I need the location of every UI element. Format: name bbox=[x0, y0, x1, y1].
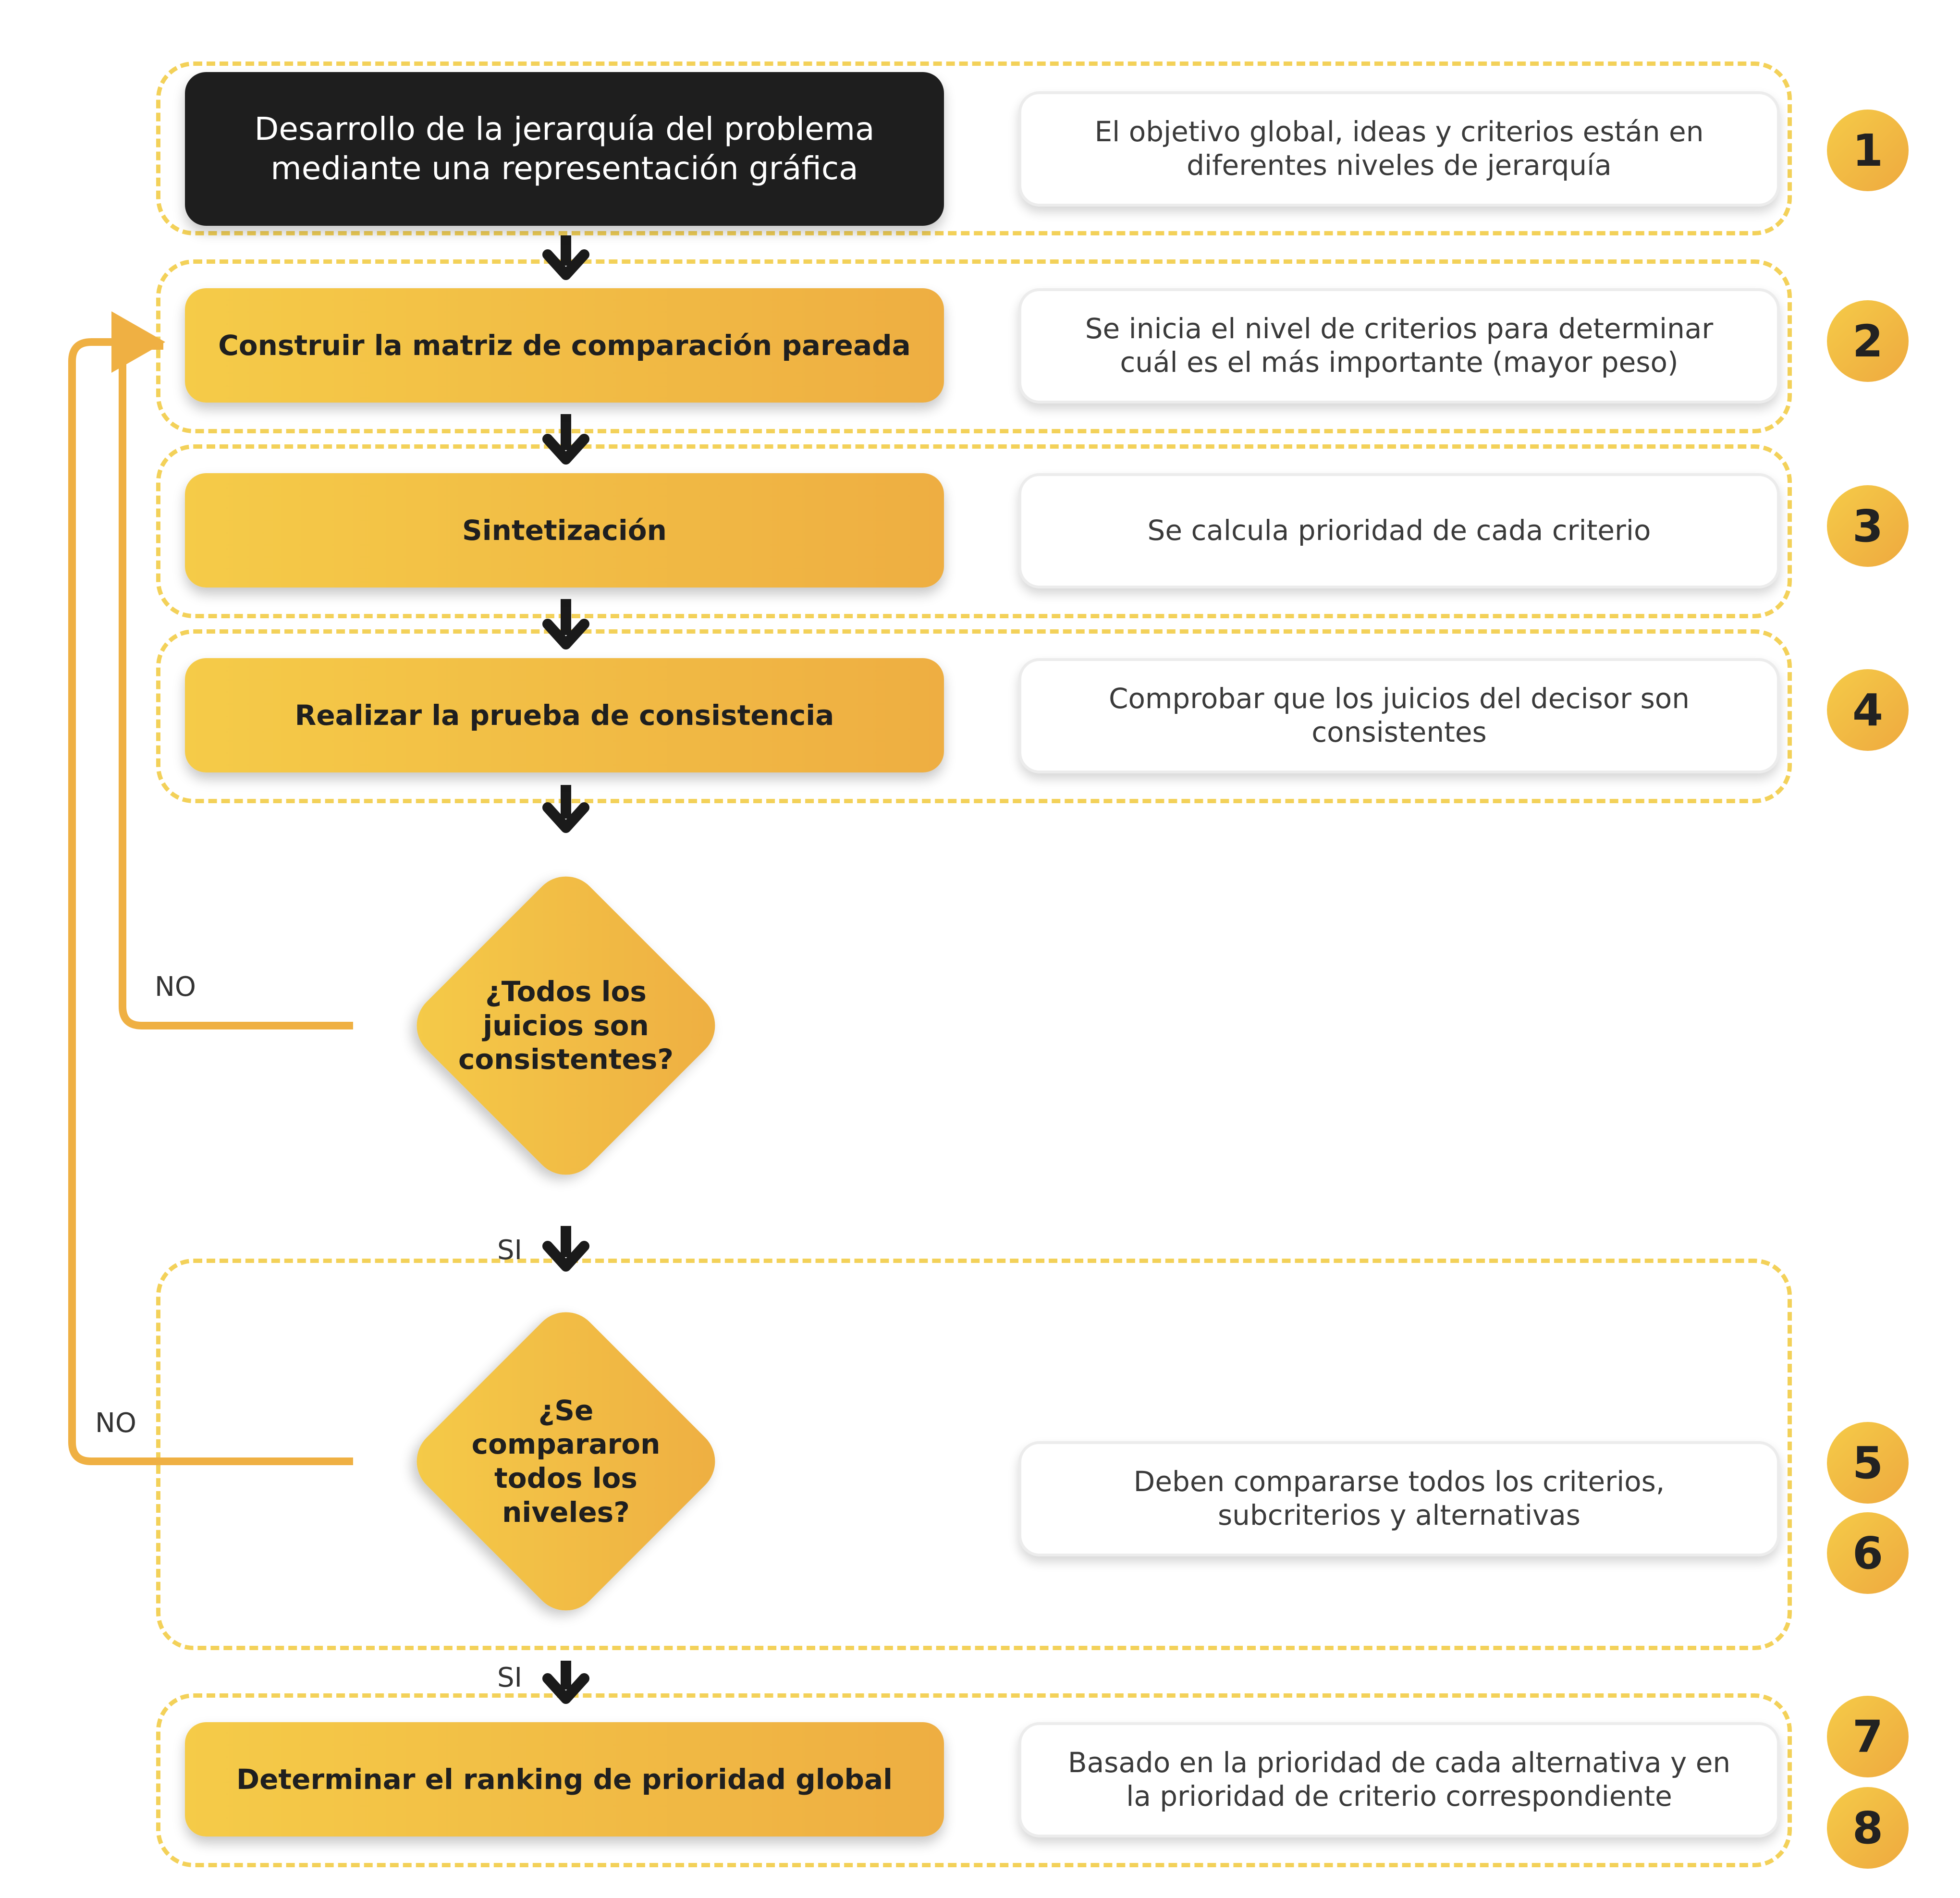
arrow-s2-s3 bbox=[542, 414, 589, 465]
step-number-badge-2: 2 bbox=[1827, 300, 1909, 382]
arrow-s3-s4 bbox=[542, 599, 589, 649]
arrow-s4-d1 bbox=[542, 785, 589, 833]
label-no-2: NO bbox=[95, 1408, 136, 1439]
step-3-box: Sintetización bbox=[185, 473, 944, 588]
step-4-box: Realizar la prueba de consistencia bbox=[185, 658, 944, 772]
step-number-badge-7: 7 bbox=[1827, 1696, 1909, 1777]
step-number-badge-3: 3 bbox=[1827, 485, 1909, 567]
note-1: El objetivo global, ideas y criterios es… bbox=[1018, 91, 1780, 207]
note-7-8: Basado en la prioridad de cada alternati… bbox=[1018, 1722, 1780, 1837]
step-number-badge-5: 5 bbox=[1827, 1422, 1909, 1504]
decision-consistency: ¿Todos los juicios son consistentes? bbox=[383, 843, 748, 1208]
decision-all-levels: ¿Se compararon todos los niveles? bbox=[383, 1279, 748, 1644]
step-number-badge-6: 6 bbox=[1827, 1512, 1909, 1594]
note-3: Se calcula prioridad de cada criterio bbox=[1018, 473, 1780, 588]
arrow-d1-d2 bbox=[542, 1226, 589, 1272]
label-si-1: SI bbox=[497, 1235, 523, 1266]
group-frame-5-6 bbox=[156, 1259, 1792, 1650]
step-number-badge-8: 8 bbox=[1827, 1787, 1909, 1869]
arrow-d2-s7 bbox=[542, 1661, 589, 1704]
decision-consistency-label: ¿Todos los juicios son consistentes? bbox=[458, 975, 674, 1076]
step-1-box: Desarrollo de la jerarquía del problema … bbox=[185, 72, 944, 226]
group-frame-7-8 bbox=[156, 1693, 1792, 1867]
note-4: Comprobar que los juicios del decisor so… bbox=[1018, 658, 1780, 773]
step-7-box: Determinar el ranking de prioridad globa… bbox=[185, 1722, 944, 1837]
note-5-6: Deben compararse todos los criterios, su… bbox=[1018, 1441, 1780, 1556]
group-frame-1 bbox=[156, 61, 1792, 235]
label-si-2: SI bbox=[497, 1662, 523, 1693]
step-number-badge-1: 1 bbox=[1827, 110, 1909, 191]
arrow-s1-s2 bbox=[542, 235, 589, 280]
decision-all-levels-label: ¿Se compararon todos los niveles? bbox=[471, 1394, 661, 1529]
label-no-1: NO bbox=[155, 971, 196, 1003]
step-2-box: Construir la matriz de comparación parea… bbox=[185, 288, 944, 403]
step-number-badge-4: 4 bbox=[1827, 669, 1909, 751]
group-frame-4 bbox=[156, 629, 1792, 803]
note-2: Se inicia el nivel de criterios para det… bbox=[1018, 288, 1780, 404]
group-frame-3 bbox=[156, 444, 1792, 618]
loop-line-d2-no bbox=[68, 311, 353, 1465]
